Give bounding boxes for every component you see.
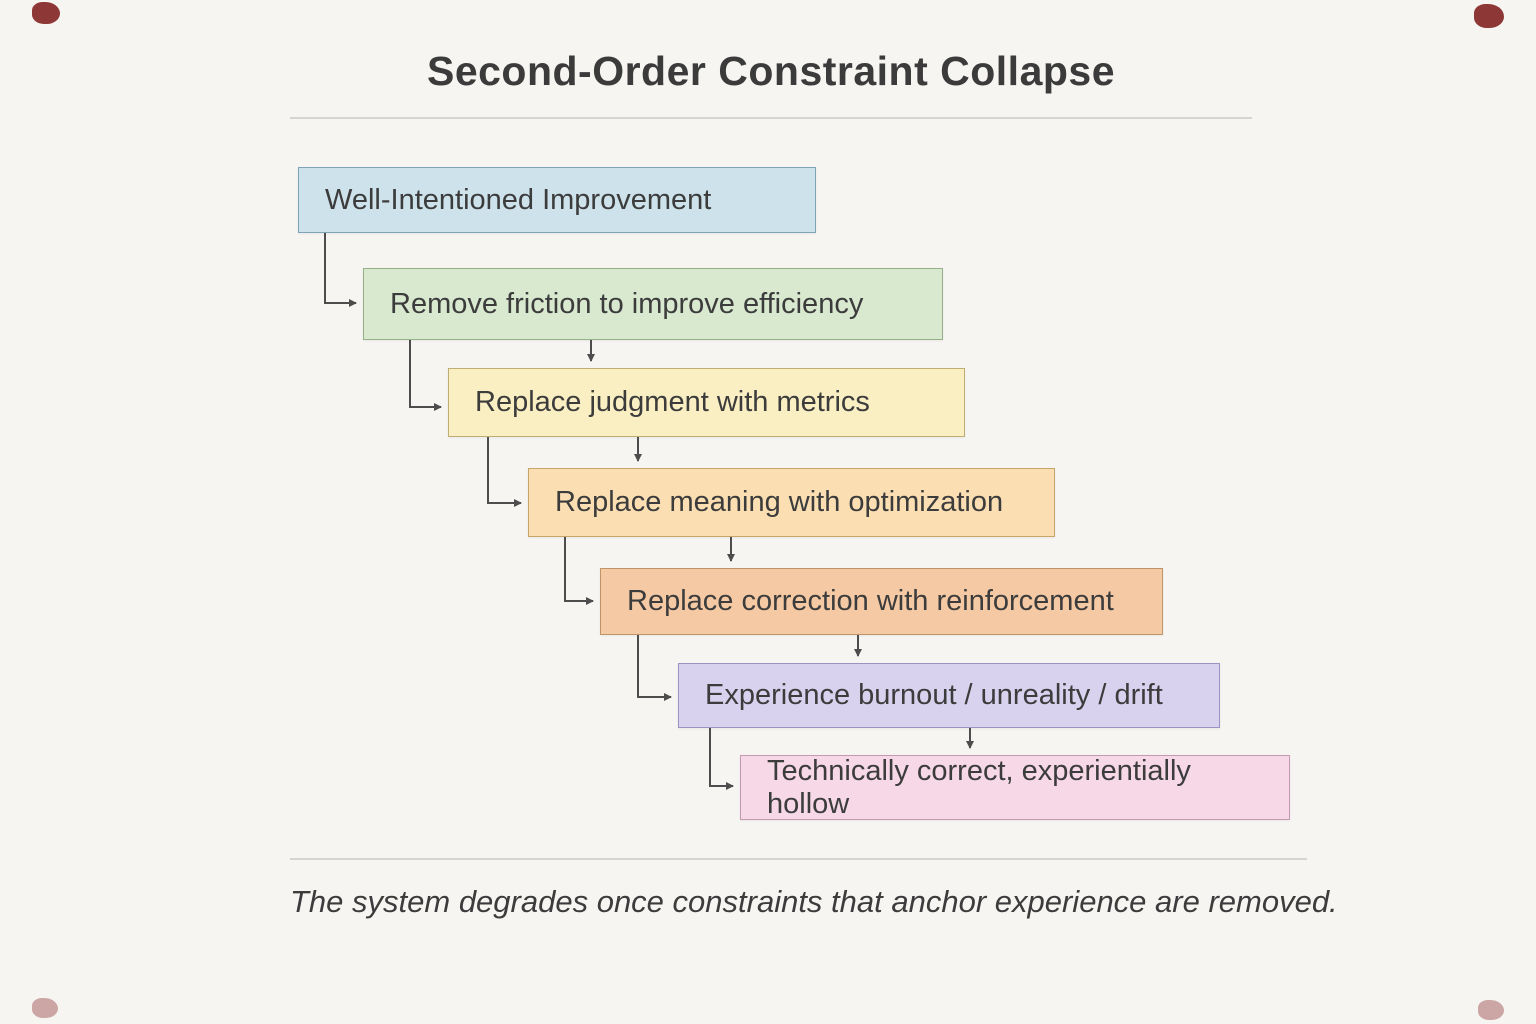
step-box-replace-meaning: Replace meaning with optimization xyxy=(528,468,1055,537)
step-label: Replace correction with reinforcement xyxy=(627,585,1114,617)
arrow-elbow-4-5 xyxy=(564,537,594,605)
step-box-replace-correction: Replace correction with reinforcement xyxy=(600,568,1163,635)
corner-artifact-mark xyxy=(1478,1000,1504,1020)
corner-artifact-mark xyxy=(32,998,58,1018)
step-box-technically-correct: Technically correct, experientially holl… xyxy=(740,755,1290,820)
step-box-remove-friction: Remove friction to improve efficiency xyxy=(363,268,943,340)
step-label: Experience burnout / unreality / drift xyxy=(705,679,1163,711)
arrow-elbow-2-3 xyxy=(409,340,442,411)
step-label: Well-Intentioned Improvement xyxy=(325,183,712,216)
step-label: Technically correct, experientially holl… xyxy=(767,754,1191,820)
arrow-elbow-1-2 xyxy=(324,233,357,307)
step-label: Remove friction to improve efficiency xyxy=(390,287,864,320)
step-box-replace-judgment: Replace judgment with metrics xyxy=(448,368,965,437)
step-box-experience-burnout: Experience burnout / unreality / drift xyxy=(678,663,1220,728)
arrow-elbow-5-6 xyxy=(637,635,672,701)
step-box-well-intentioned-improvement: Well-Intentioned Improvement xyxy=(298,167,816,233)
corner-artifact-mark xyxy=(1474,4,1504,28)
arrow-elbow-6-7 xyxy=(709,728,734,790)
page-title: Second-Order Constraint Collapse xyxy=(426,48,1116,94)
arrow-elbow-3-4 xyxy=(487,437,522,507)
bottom-divider xyxy=(290,858,1307,860)
step-label: Replace meaning with optimization xyxy=(555,486,1004,518)
step-label: Replace judgment with metrics xyxy=(475,386,870,418)
top-divider xyxy=(290,117,1252,119)
caption-text: The system degrades once constraints tha… xyxy=(290,884,1338,919)
corner-artifact-mark xyxy=(32,2,60,24)
